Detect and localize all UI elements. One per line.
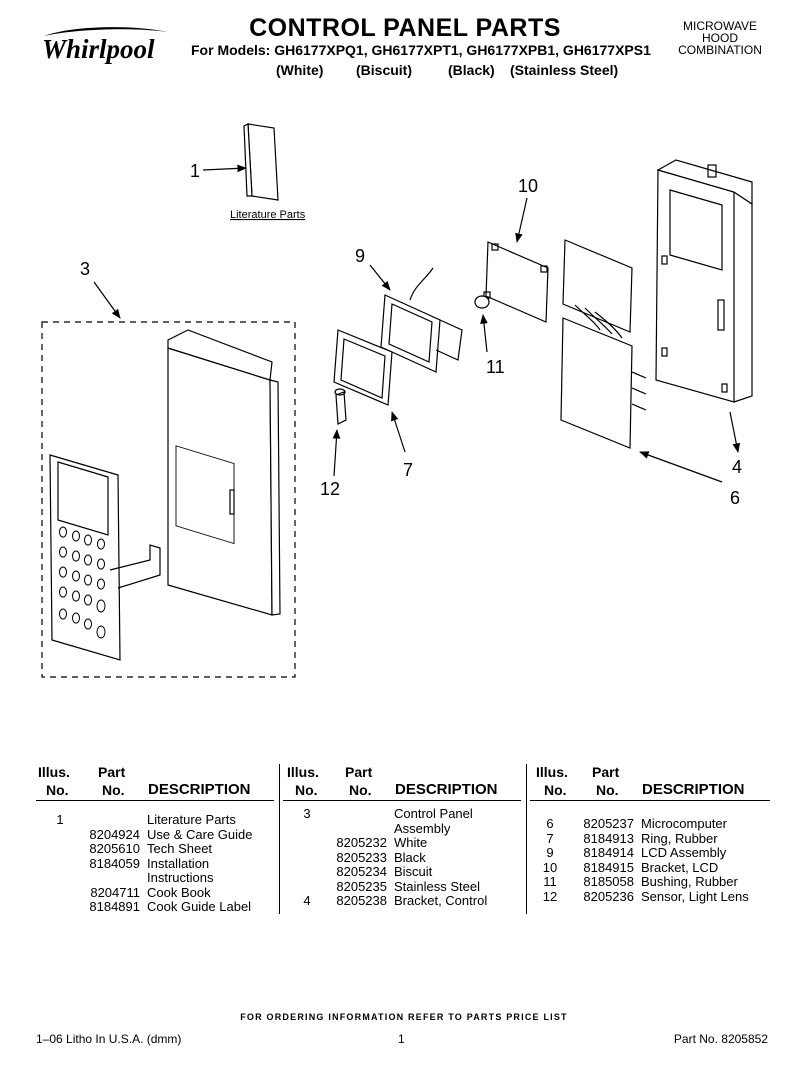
logo-swoosh-icon xyxy=(44,27,168,36)
header-part: Part xyxy=(345,764,373,780)
lcd-bracket xyxy=(483,197,549,323)
header-illus: Illus. xyxy=(38,764,70,780)
product-type: MICROWAVE HOOD COMBINATION xyxy=(650,20,790,56)
light-lens-sensor xyxy=(332,388,347,477)
literature-booklet xyxy=(202,123,279,201)
literature-parts-label: Literature Parts xyxy=(230,209,306,221)
header-description: DESCRIPTION xyxy=(148,781,251,798)
whirlpool-logo: Whirlpool xyxy=(42,27,168,64)
control-bracket xyxy=(655,159,753,453)
callout-12: 12 xyxy=(320,479,340,499)
header-illus-no: No. xyxy=(46,782,69,798)
document-part-number: Part No. 8205852 xyxy=(673,1032,768,1046)
microcomputer-boards xyxy=(560,239,723,483)
header-description: DESCRIPTION xyxy=(642,781,745,798)
control-panel-assembly xyxy=(41,281,296,678)
color-black: (Black) xyxy=(448,62,495,78)
table-row: Instructions xyxy=(147,870,214,885)
callout-10: 10 xyxy=(518,176,538,196)
product-line-1: MICROWAVE xyxy=(683,19,757,33)
table-divider xyxy=(526,764,527,914)
table-header: Illus. No. Part No. DESCRIPTION xyxy=(283,764,521,801)
table-row: Assembly xyxy=(394,820,451,836)
callout-3: 3 xyxy=(80,259,90,279)
header-part: Part xyxy=(592,764,620,780)
rubber-ring xyxy=(333,329,406,453)
product-line-3: COMBINATION xyxy=(678,43,762,57)
model-list: For Models: GH6177XPQ1, GH6177XPT1, GH61… xyxy=(191,42,651,58)
header-part-no: No. xyxy=(349,782,372,798)
product-line-2: HOOD xyxy=(702,31,738,45)
rubber-bushing xyxy=(474,295,490,353)
table-header: Illus. No. Part No. DESCRIPTION xyxy=(36,764,274,801)
header-part: Part xyxy=(98,764,126,780)
header-illus: Illus. xyxy=(287,764,319,780)
header-part-no: No. xyxy=(102,782,125,798)
ordering-note: FOR ORDERING INFORMATION REFER TO PARTS … xyxy=(240,1012,568,1022)
callout-11: 11 xyxy=(486,357,505,377)
model-colors: (White) (Biscuit) (Black) (Stainless Steel) xyxy=(276,62,618,78)
color-stainless: (Stainless Steel) xyxy=(510,62,619,78)
header-description: DESCRIPTION xyxy=(395,781,498,798)
page-number: 1 xyxy=(398,1032,405,1046)
table-divider xyxy=(279,764,280,914)
header-part-no: No. xyxy=(596,782,619,798)
page-title: CONTROL PANEL PARTS xyxy=(249,14,561,42)
lcd-assembly xyxy=(369,264,463,373)
callout-4: 4 xyxy=(732,457,742,477)
color-white: (White) xyxy=(276,62,324,78)
header-illus-no: No. xyxy=(295,782,318,798)
logo-wordmark: Whirlpool xyxy=(42,34,155,64)
callout-6: 6 xyxy=(730,488,740,508)
litho-info: 1–06 Litho In U.S.A. (dmm) xyxy=(36,1032,182,1046)
exploded-parts-diagram: 1 Literature Parts 3 9 7 xyxy=(41,123,753,678)
color-biscuit: (Biscuit) xyxy=(356,62,412,78)
table-header: Illus. No. Part No. DESCRIPTION xyxy=(530,764,770,801)
callout-1: 1 xyxy=(190,161,200,181)
callout-7: 7 xyxy=(403,460,413,480)
callout-9: 9 xyxy=(355,246,365,266)
header-illus: Illus. xyxy=(536,764,568,780)
header-illus-no: No. xyxy=(544,782,567,798)
